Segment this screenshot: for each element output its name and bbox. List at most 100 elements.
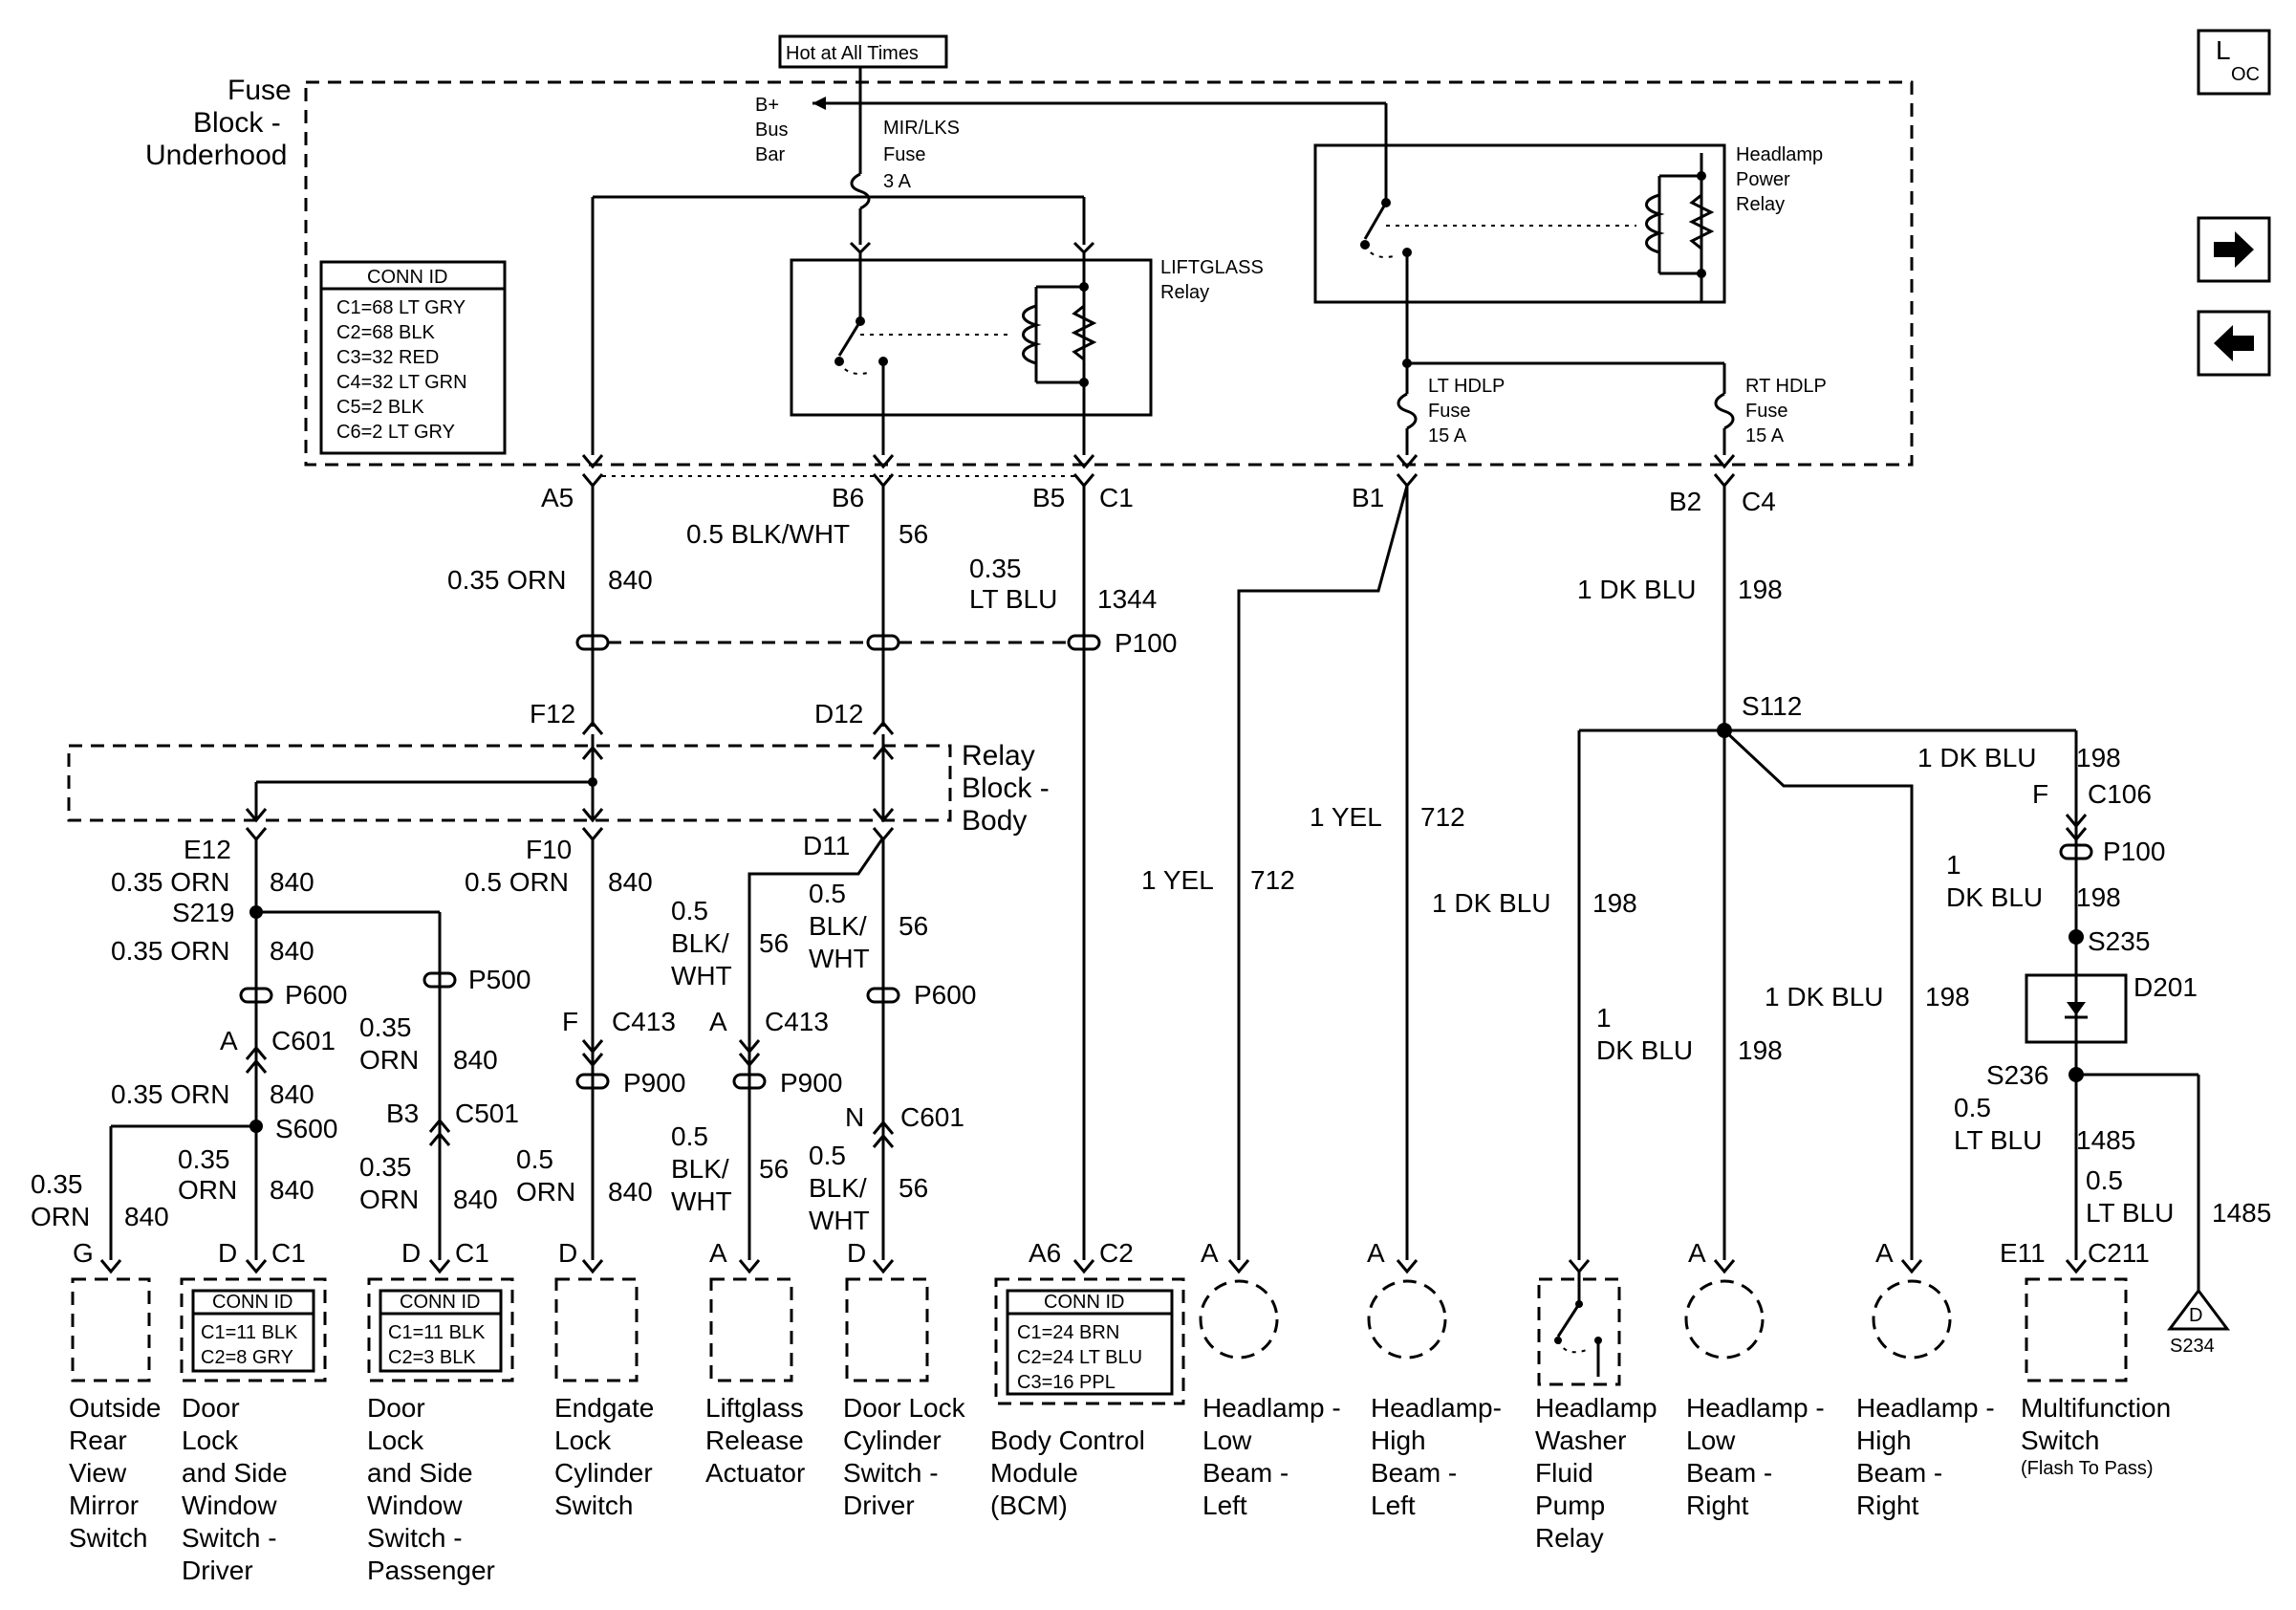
arrow-left-icon	[2214, 325, 2254, 361]
svg-text:0.35: 0.35	[359, 1152, 412, 1182]
wire-label-840-top: 0.35 ORN 840	[447, 565, 653, 595]
svg-text:ORN: ORN	[31, 1202, 90, 1231]
svg-text:LT BLU: LT BLU	[1954, 1125, 2042, 1155]
svg-text:CONN ID: CONN ID	[367, 267, 447, 288]
pin-b6: B6	[832, 483, 864, 512]
loc-main-text: L	[2216, 35, 2231, 65]
svg-text:56: 56	[759, 928, 789, 958]
svg-text:56: 56	[899, 519, 928, 549]
svg-text:Door Lock: Door Lock	[843, 1393, 966, 1423]
svg-text:LIFTGLASS: LIFTGLASS	[1160, 257, 1264, 278]
svg-text:P100: P100	[1115, 628, 1177, 658]
svg-text:Body: Body	[962, 805, 1027, 837]
svg-text:0.35: 0.35	[178, 1144, 230, 1174]
svg-text:Power: Power	[1736, 169, 1790, 190]
svg-text:1 DK BLU: 1 DK BLU	[1917, 743, 2037, 772]
svg-text:Washer: Washer	[1535, 1425, 1626, 1455]
svg-text:Switch: Switch	[69, 1523, 147, 1553]
svg-text:C6=2 LT GRY: C6=2 LT GRY	[336, 422, 455, 443]
svg-text:198: 198	[1592, 888, 1637, 918]
svg-text:1 YEL: 1 YEL	[1141, 865, 1214, 895]
wire-label-56-actuator: 0.5 BLK/ WHT 56	[671, 1121, 789, 1216]
door-lock-cylinder-box	[845, 1277, 929, 1382]
svg-text:BLK/: BLK/	[671, 928, 729, 958]
svg-text:C2=24 LT BLU: C2=24 LT BLU	[1017, 1347, 1142, 1368]
wire-label-56-liftglass: 0.5 BLK/ WHT 56	[671, 896, 789, 990]
previous-page-button[interactable]	[2197, 310, 2271, 377]
next-page-button[interactable]	[2197, 216, 2271, 283]
outside-mirror-switch-box	[71, 1277, 151, 1382]
svg-text:Right: Right	[1856, 1490, 1919, 1520]
wire-label-712-left: 1 YEL 712	[1141, 865, 1295, 895]
svg-text:15 A: 15 A	[1428, 425, 1467, 446]
headlamp-low-left-bulb	[1199, 1279, 1279, 1360]
door-lock-cylinder-label: Door Lock Cylinder Switch - Driver	[843, 1393, 966, 1520]
svg-text:840: 840	[453, 1045, 498, 1075]
svg-text:1: 1	[1946, 850, 1961, 880]
bcm-box: CONN ID C1=24 BRN C2=24 LT BLU C3=16 PPL	[994, 1277, 1185, 1405]
svg-text:RT HDLP: RT HDLP	[1745, 376, 1827, 397]
headlamp-low-left-label: Headlamp - Low Beam - Left	[1202, 1393, 1341, 1520]
endgate-lock-switch-box	[554, 1277, 639, 1382]
svg-text:0.5: 0.5	[671, 896, 708, 925]
svg-text:(Flash To Pass): (Flash To Pass)	[2021, 1458, 2154, 1479]
svg-text:840: 840	[608, 1177, 653, 1207]
wire-label-840-f10: 0.5 ORN 840	[465, 867, 653, 897]
wire-label-198-high-right: 1 DK BLU 198	[1765, 982, 1970, 1012]
c413-connector-endgate: F C413	[562, 1007, 676, 1068]
svg-text:C1=24 BRN: C1=24 BRN	[1017, 1322, 1119, 1343]
svg-text:1344: 1344	[1097, 584, 1157, 614]
svg-text:C1=68 LT GRY: C1=68 LT GRY	[336, 297, 466, 318]
svg-text:B+: B+	[755, 95, 779, 116]
pin-a6: A6	[1029, 1238, 1061, 1268]
svg-text:0.35 ORN: 0.35 ORN	[447, 565, 567, 595]
pin-d-door-cyl: D	[847, 1238, 866, 1268]
svg-text:B3: B3	[386, 1099, 419, 1128]
svg-text:0.5 BLK/WHT: 0.5 BLK/WHT	[686, 519, 850, 549]
svg-text:Lock: Lock	[182, 1425, 239, 1455]
pin-a-hl-high-left: A	[1367, 1238, 1385, 1268]
svg-text:Body Control: Body Control	[990, 1425, 1145, 1455]
svg-text:C501: C501	[455, 1099, 519, 1128]
svg-text:Door: Door	[182, 1393, 240, 1423]
svg-text:15 A: 15 A	[1745, 425, 1785, 446]
svg-text:High: High	[1371, 1425, 1426, 1455]
svg-text:F: F	[2032, 779, 2048, 809]
svg-text:F: F	[562, 1007, 578, 1036]
svg-text:Block -: Block -	[193, 107, 281, 139]
svg-text:Headlamp: Headlamp	[1736, 144, 1823, 165]
loc-button[interactable]: L OC	[2197, 29, 2271, 96]
door-switch-passenger-box: CONN ID C1=11 BLK C2=3 BLK	[367, 1277, 514, 1382]
c601-connector-right: N C601	[845, 1102, 964, 1148]
svg-text:Cylinder: Cylinder	[554, 1458, 653, 1488]
pin-a-hl-low-left: A	[1201, 1238, 1219, 1268]
svg-text:Actuator: Actuator	[705, 1458, 805, 1488]
svg-text:Release: Release	[705, 1425, 804, 1455]
fuse-block-underhood-outline	[304, 80, 1914, 467]
svg-text:56: 56	[899, 911, 928, 941]
c106-connector: F C106	[2032, 779, 2152, 842]
wire-label-840-s600: 0.35 ORN 840	[178, 1144, 314, 1205]
svg-text:Passenger: Passenger	[367, 1556, 495, 1585]
p600-connector-right: P600	[866, 980, 976, 1010]
svg-text:Module: Module	[990, 1458, 1078, 1488]
pin-c2: C2	[1099, 1238, 1134, 1268]
wire-label-198-low-right: 1 DK BLU 198	[1596, 1003, 1783, 1065]
washer-pump-relay-box	[1537, 1272, 1621, 1386]
svg-text:Relay: Relay	[1535, 1523, 1604, 1553]
headlamp-high-left-label: Headlamp- High Beam - Left	[1371, 1393, 1502, 1520]
svg-text:LT HDLP: LT HDLP	[1428, 376, 1505, 397]
pin-e11: E11	[2000, 1238, 2046, 1268]
svg-text:1 DK BLU: 1 DK BLU	[1432, 888, 1551, 918]
multifunction-switch-box	[2025, 1277, 2128, 1382]
svg-text:MIR/LKS: MIR/LKS	[883, 118, 960, 139]
svg-text:Beam -: Beam -	[1856, 1458, 1942, 1488]
svg-text:High: High	[1856, 1425, 1912, 1455]
multifunction-switch-label: Multifunction Switch (Flash To Pass)	[2021, 1393, 2171, 1479]
splice-s236: S236	[1986, 1060, 2048, 1090]
svg-text:LT BLU: LT BLU	[2086, 1198, 2174, 1228]
svg-text:P900: P900	[780, 1068, 842, 1098]
svg-text:1485: 1485	[2212, 1198, 2271, 1228]
svg-text:0.5: 0.5	[671, 1121, 708, 1151]
